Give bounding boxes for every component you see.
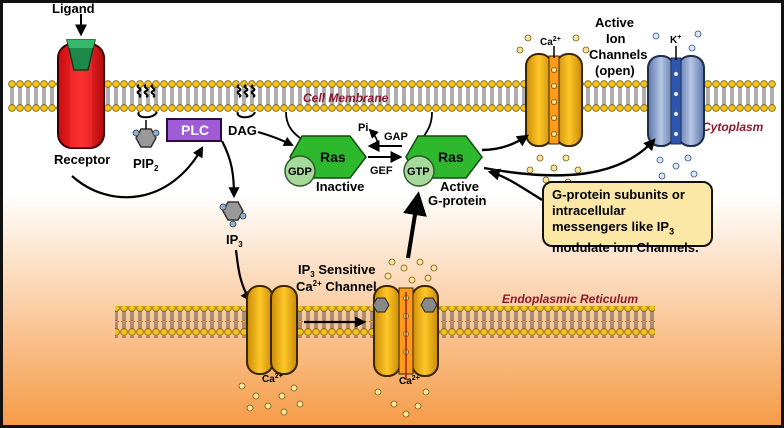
calcium-ions-er-lumen: [374, 388, 430, 418]
ras-to-k-channel-arrow: [483, 138, 656, 177]
callout-to-ras-arrow: [487, 168, 543, 202]
inactive-label: Inactive: [316, 179, 364, 194]
receptor-to-plc-arrow: [71, 146, 204, 199]
pip2-label: PIP2: [133, 156, 159, 173]
receptor-label: Receptor: [54, 152, 110, 167]
gtp-label: GTP: [407, 166, 430, 178]
ras-active: [403, 135, 483, 187]
ras-inactive-label: Ras: [320, 149, 346, 165]
calcium-to-ras-arrow: [403, 191, 427, 259]
ca-ion-label-er-right: Ca2+: [399, 375, 420, 387]
ras-inactive-anchor: [285, 111, 301, 139]
callout-text-1: G-protein subunits or intracellular mess…: [552, 187, 685, 234]
plc-to-ip3-arrow: [221, 140, 240, 199]
active-channels-label-3: Channels: [589, 47, 648, 62]
er-label: Endoplasmic Reticulum: [502, 292, 638, 306]
ip3-molecule: [219, 201, 247, 228]
ip3-sensitive-label: IP3 Sensitive: [298, 262, 375, 279]
active-calcium-channel: [525, 46, 583, 147]
ca-ion-label-er-left: Ca2+: [262, 373, 283, 385]
calcium-ions-er-left: [238, 382, 304, 416]
active-channels-label-1: Active: [595, 15, 634, 30]
calcium-ions-er-released: [384, 258, 438, 284]
active-channels-label-4: (open): [595, 63, 635, 78]
cytoplasm-label: Cytoplasm: [702, 120, 764, 134]
gdp-label: GDP: [288, 166, 312, 178]
active-label-2: G-protein: [428, 193, 487, 208]
er-ip3-channel-open: [372, 285, 439, 380]
ca-ion-label-top: Ca2+: [540, 36, 561, 48]
ligand: [66, 39, 96, 71]
gap-label: GAP: [384, 131, 408, 143]
modulation-callout: G-protein subunits or intracellular mess…: [542, 181, 713, 255]
callout-text-2: modulate ion Channels.: [552, 239, 699, 255]
ligand-label: Ligand: [52, 1, 95, 16]
cell-membrane-bilayer: [8, 80, 776, 112]
er-ip3-channel-closed: [246, 285, 298, 375]
dag-lipid-squiggle: [236, 84, 256, 119]
active-label-1: Active: [440, 179, 479, 194]
ca-channel-label: Ca2+ Channel: [296, 279, 377, 294]
active-channels-label-2: Ion: [606, 31, 626, 46]
calcium-ions-cytoplasm: [526, 154, 582, 186]
potassium-ions: [652, 30, 702, 180]
potassium-channel: [647, 46, 705, 147]
callout-subscript: 3: [669, 226, 675, 237]
cell-membrane-label: Cell Membrane: [303, 91, 389, 105]
ip3-label: IP3: [226, 232, 243, 249]
dag-to-ras-arrow: [257, 131, 294, 146]
k-ion-label: K+: [670, 34, 681, 46]
plc-enzyme: [166, 118, 222, 142]
dag-label: DAG: [228, 123, 257, 138]
ras-active-anchor: [423, 111, 433, 137]
ras-to-ca-channel-arrow: [481, 134, 529, 152]
pip2-molecule: [132, 120, 160, 148]
gef-label: GEF: [370, 165, 393, 177]
pi-release-arrow: [368, 128, 379, 147]
ras-inactive: [284, 135, 367, 187]
calcium-ions-outside: [516, 34, 590, 54]
ras-active-label: Ras: [438, 149, 464, 165]
pi-label: Pi: [358, 122, 368, 134]
plc-label: PLC: [181, 122, 209, 138]
pip2-lipid-squiggle: [136, 84, 158, 119]
